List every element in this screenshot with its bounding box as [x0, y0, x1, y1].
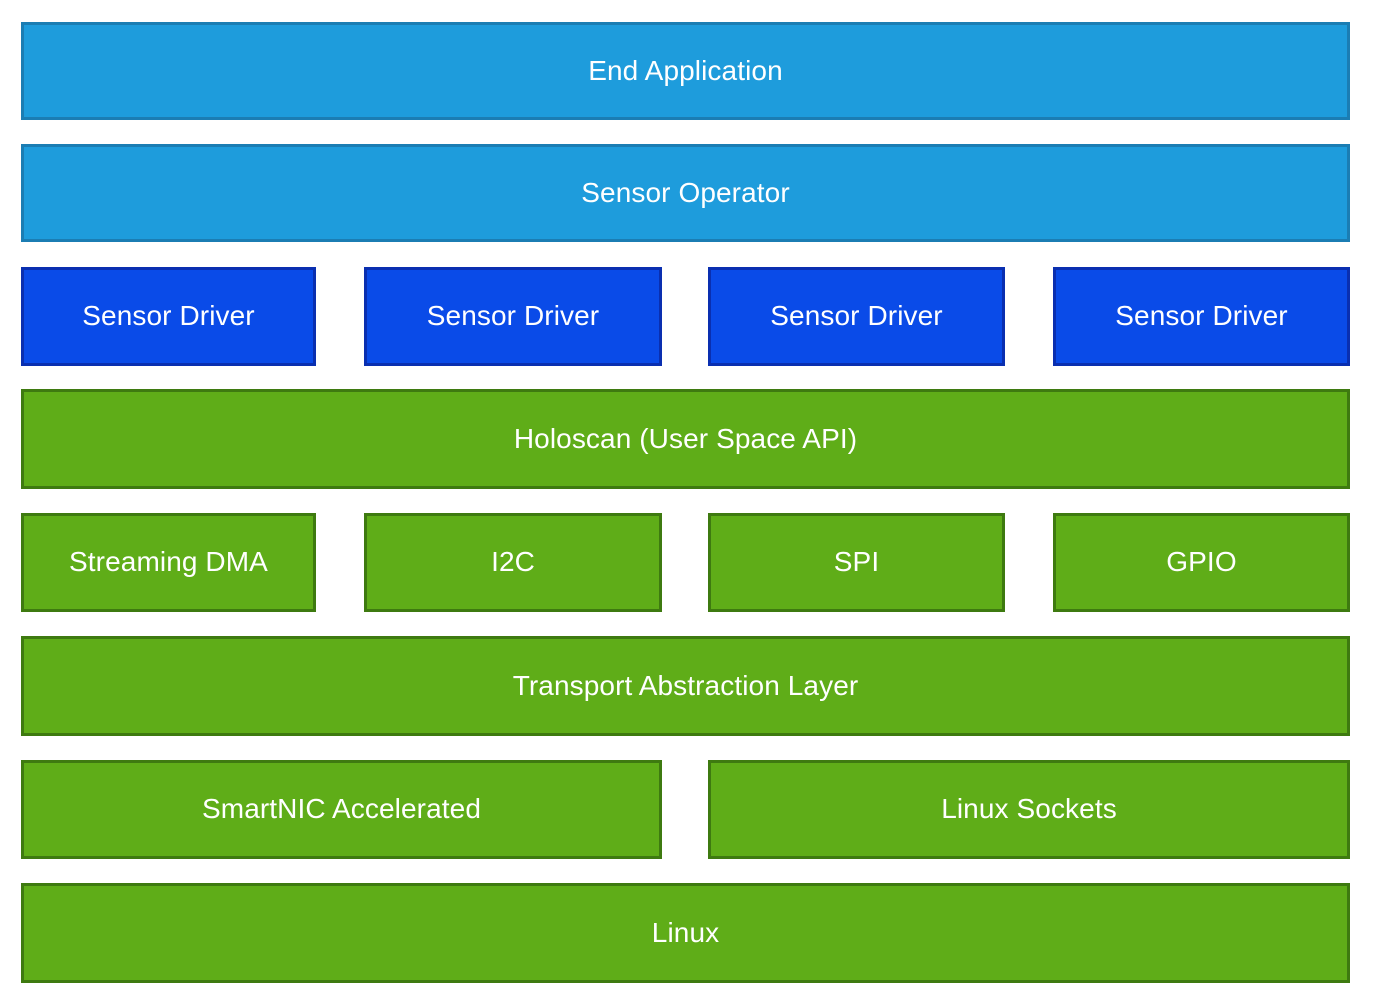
- layer-box-sensor-driver-2: Sensor Driver: [364, 267, 662, 366]
- layer-box-label: Linux Sockets: [941, 793, 1117, 825]
- layer-box-sensor-operator: Sensor Operator: [21, 144, 1350, 242]
- layer-box-sensor-driver-4: Sensor Driver: [1053, 267, 1350, 366]
- layer-box-end-application: End Application: [21, 22, 1350, 120]
- layer-box-label: Sensor Driver: [1115, 300, 1288, 332]
- layer-box-sensor-driver-1: Sensor Driver: [21, 267, 316, 366]
- layer-box-transport-abstraction-layer: Transport Abstraction Layer: [21, 636, 1350, 736]
- layer-box-label: Transport Abstraction Layer: [512, 669, 859, 701]
- layer-box-label: Sensor Driver: [426, 300, 600, 332]
- layer-box-label: GPIO: [1166, 546, 1237, 578]
- layer-box-label: SPI: [833, 546, 880, 578]
- layer-box-streaming-dma-1: Streaming DMA: [21, 513, 316, 612]
- layer-box-label: Holoscan (User Space API): [513, 422, 858, 454]
- layer-box-smartnic-accelerated-1: SmartNIC Accelerated: [21, 760, 662, 859]
- layer-box-spi-3: SPI: [708, 513, 1005, 612]
- layer-box-sensor-driver-3: Sensor Driver: [708, 267, 1005, 366]
- layer-box-gpio-4: GPIO: [1053, 513, 1350, 612]
- layer-box-i2c-2: I2C: [364, 513, 662, 612]
- layer-box-label: End Application: [588, 54, 783, 86]
- layer-box-label: SmartNIC Accelerated: [202, 793, 481, 825]
- layer-box-label: Linux: [651, 916, 720, 948]
- layer-box-label: Sensor Driver: [82, 300, 255, 332]
- layer-box-label: Sensor Operator: [581, 176, 790, 208]
- layer-box-label: I2C: [491, 546, 535, 578]
- layer-box-linux-sockets-2: Linux Sockets: [708, 760, 1350, 859]
- layer-box-label: Sensor Driver: [770, 300, 943, 332]
- layer-box-holoscan-user-space-api: Holoscan (User Space API): [21, 389, 1350, 489]
- layer-box-linux: Linux: [21, 883, 1350, 983]
- layer-box-label: Streaming DMA: [69, 546, 268, 578]
